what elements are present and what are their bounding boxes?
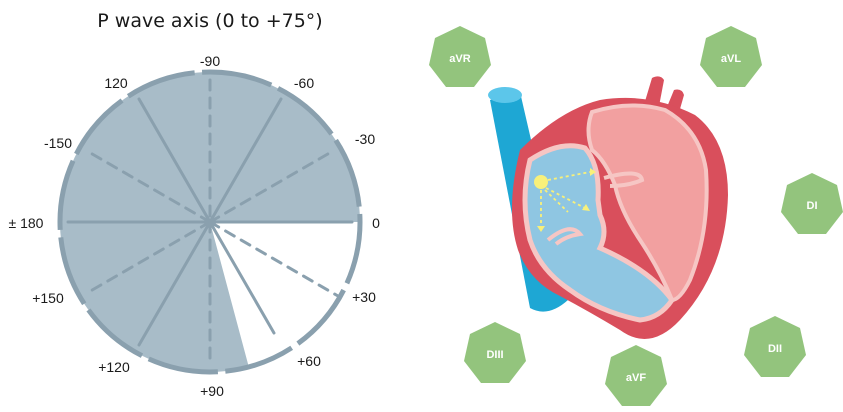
lead-label-avl: aVL [721, 53, 741, 65]
spoke-pos30 [208, 220, 340, 298]
arrow-heads [537, 168, 596, 232]
heart-illustration [488, 76, 728, 339]
axis-label-pos150: +150 [32, 290, 64, 306]
axis-label-pos60: +60 [297, 353, 321, 369]
lead-label-di: DI [807, 200, 818, 212]
spoke-neg150 [85, 149, 212, 224]
spoke-pos150 [85, 220, 212, 295]
axis-label-neg30: -30 [355, 131, 375, 147]
axis-label-zero: 0 [372, 215, 380, 231]
lead-badge-di: DI [781, 173, 843, 234]
conduction-arrows [540, 171, 591, 226]
axis-label-neg150: -150 [44, 135, 72, 151]
lead-badge-avf: aVF [605, 345, 667, 406]
lead-label-dii: DII [768, 343, 782, 355]
axis-wheel: -90 -60 -30 0 +30 +60 +90 +120 +150 ± 18… [9, 53, 381, 399]
axis-label-pos90: +90 [200, 383, 224, 399]
tricuspid-curve [546, 227, 584, 246]
spoke-pos60 [208, 220, 276, 335]
axis-label-pos120: +120 [98, 359, 130, 375]
axis-label-120: 120 [104, 75, 128, 91]
lead-badges: aVR aVL DI DII DIII aVF [429, 26, 843, 406]
spoke-pos120 [137, 220, 212, 347]
spoke-neg120 [137, 97, 212, 224]
lead-badge-diii: DIII [464, 322, 526, 383]
axis-label-pm180: ± 180 [9, 215, 44, 231]
spoke-neg60 [208, 97, 283, 224]
lead-label-diii: DIII [486, 349, 503, 361]
lead-badge-avl: aVL [700, 26, 762, 87]
axis-spokes [66, 78, 354, 366]
vena-cava-opening [488, 87, 522, 103]
spoke-neg30 [208, 149, 335, 224]
lead-badge-avr: aVR [429, 26, 491, 87]
lead-label-avf: aVF [626, 372, 646, 384]
axis-label-neg90: -90 [200, 53, 220, 69]
sinus-node [534, 175, 548, 189]
axis-rim [57, 69, 363, 375]
septum-curve [603, 171, 645, 188]
lead-badge-dii: DII [744, 316, 806, 377]
left-heart-chamber [586, 103, 709, 303]
axis-label-neg60: -60 [294, 75, 314, 91]
lead-label-avr: aVR [449, 53, 470, 65]
axis-label-pos30: +30 [352, 289, 376, 305]
figure-title: P wave axis (0 to +75°) [97, 10, 322, 32]
